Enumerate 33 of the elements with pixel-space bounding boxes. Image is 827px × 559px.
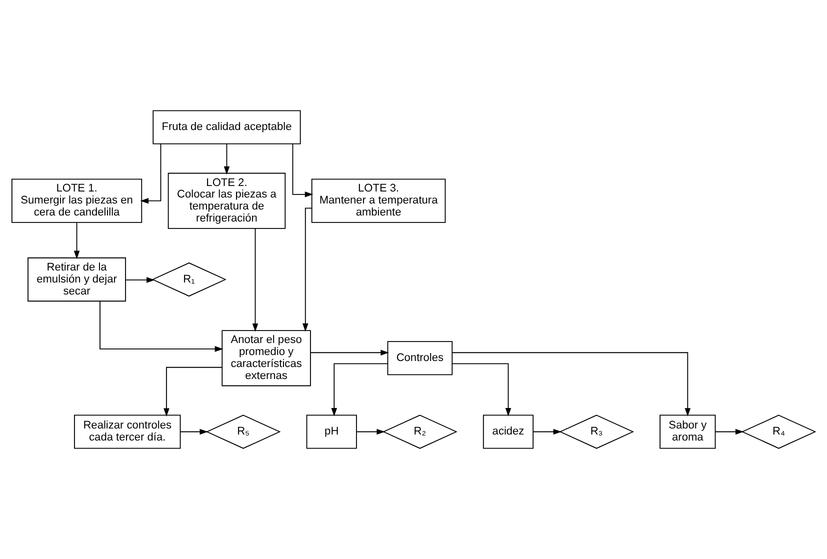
node-box: LOTE 1. Sumergir las piezas en cera de candelilla bbox=[11, 178, 142, 223]
arrow bbox=[252, 228, 258, 332]
arrow bbox=[452, 352, 691, 416]
node-box: LOTE 2. Colocar las piezas a temperatura de refrigeración bbox=[168, 172, 286, 229]
node-diamond: R₃ bbox=[559, 414, 634, 449]
arrow bbox=[180, 428, 208, 435]
arrow bbox=[74, 222, 80, 260]
node-box: Retirar de la emulsión y dejar secar bbox=[28, 257, 126, 302]
arrow bbox=[125, 277, 155, 283]
arrow bbox=[140, 143, 162, 204]
arrow bbox=[356, 428, 385, 435]
node-box: Fruta de calidad aceptable bbox=[152, 110, 301, 144]
node-box: Controles bbox=[387, 341, 453, 376]
node-diamond: R₄ bbox=[741, 414, 816, 449]
arrow bbox=[100, 301, 224, 352]
arrow bbox=[452, 363, 512, 416]
arrow bbox=[532, 428, 562, 435]
arrow bbox=[292, 143, 314, 198]
arrow bbox=[715, 428, 744, 435]
node-box: acidez bbox=[482, 414, 534, 449]
node-box: pH bbox=[306, 414, 357, 449]
node-diamond: R₅ bbox=[206, 414, 281, 449]
arrow bbox=[310, 350, 389, 356]
node-box: Anotar el peso promedio y características externas bbox=[222, 330, 311, 386]
arrow bbox=[224, 143, 230, 175]
arrow bbox=[302, 208, 312, 332]
arrow bbox=[331, 363, 388, 416]
node-box: Realizar controles cada tercer día. bbox=[74, 414, 181, 449]
node-diamond: R₁ bbox=[152, 262, 226, 297]
node-box: Sabor y aroma bbox=[660, 414, 716, 449]
node-box: LOTE 3. Mantener a temperatura ambiente bbox=[311, 178, 446, 223]
node-diamond: R₂ bbox=[382, 414, 458, 449]
arrow bbox=[164, 366, 222, 417]
